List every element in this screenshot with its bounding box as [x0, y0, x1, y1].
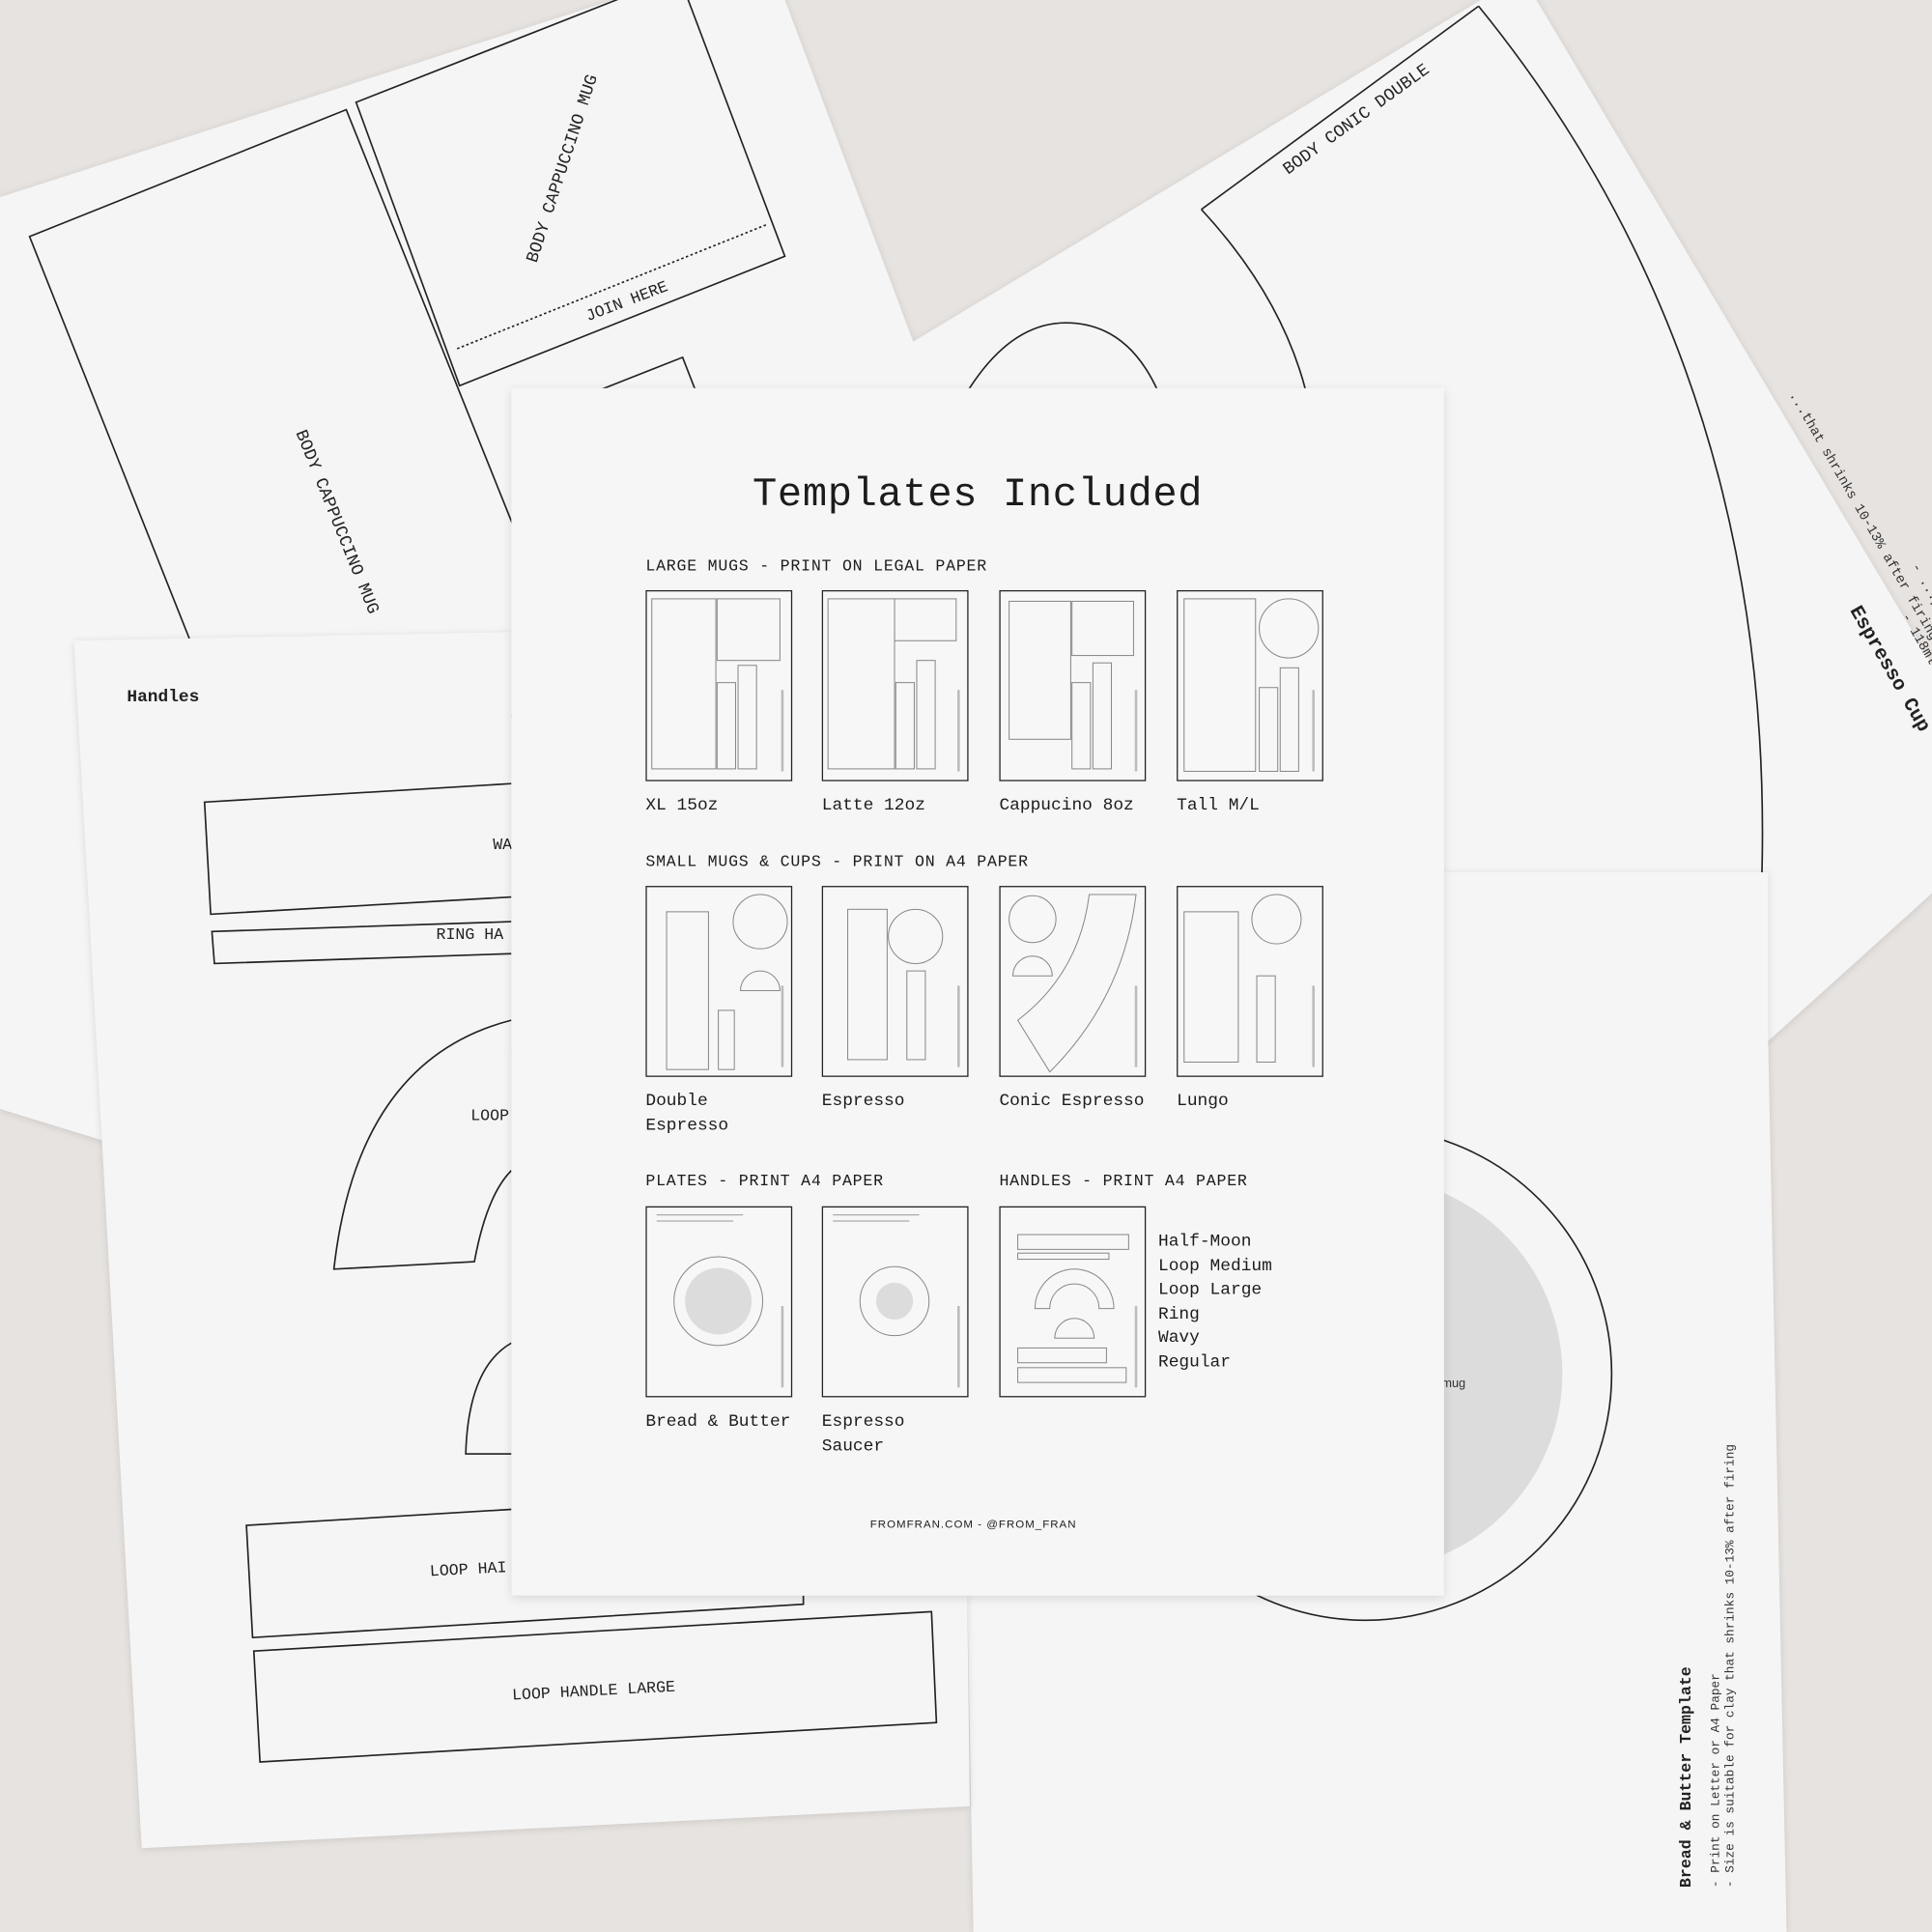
handle-label-wavy: WA [493, 836, 512, 854]
bread-butter-note-1: - Print on Letter or A4 Paper [1708, 1673, 1722, 1888]
handle-label-loop: LOOP [470, 1106, 509, 1124]
ring-handle-rect [211, 921, 512, 965]
template-thumbnail-drawing [651, 598, 784, 772]
template-label: Cappucino 8oz [999, 795, 1134, 816]
bread-butter-title: Bread & Butter Template [1677, 1666, 1695, 1888]
template-thumbnail-drawing [1183, 598, 1320, 772]
template-thumbnail-drawing [666, 894, 788, 1070]
template-thumbnail [1177, 886, 1323, 1077]
handle-item: Half-Moon [1157, 1232, 1252, 1252]
espresso-base-circle [966, 322, 1159, 393]
handle-item: Regular [1157, 1352, 1231, 1373]
template-thumbnail-drawing [833, 1214, 960, 1388]
conic-outer-arc [1477, 5, 1764, 873]
template-thumbnail [645, 1206, 793, 1398]
template-label: Espresso Saucer [821, 1411, 905, 1457]
handles-page [73, 632, 970, 1849]
template-thumbnail-drawing [1009, 600, 1138, 772]
conic-top-edge [1201, 5, 1480, 211]
handles-title: Handles [127, 688, 199, 707]
template-label: Lungo [1177, 1092, 1229, 1112]
wavy-handle-rect [203, 782, 512, 916]
conic-inner-arc [1201, 209, 1307, 392]
template-thumbnail [999, 886, 1147, 1077]
template-thumbnail-drawing [1009, 894, 1138, 1073]
handle-item: Ring [1157, 1304, 1200, 1324]
template-thumbnail [645, 589, 793, 781]
template-thumbnail [821, 1206, 969, 1398]
template-thumbnail [999, 589, 1147, 781]
footer-credit: FROMFRAN.COM - @FROM_FRAN [869, 1518, 1077, 1531]
template-thumbnail-drawing [1183, 894, 1315, 1067]
plate-center-label: mug [1441, 1376, 1465, 1390]
template-thumbnail [645, 886, 793, 1077]
cappuccino-body-square [355, 0, 786, 387]
handles-list: Half-Moon Loop Medium Loop Large Ring Wa… [1158, 1231, 1272, 1376]
handle-item: Loop Large [1157, 1280, 1263, 1300]
bread-butter-page [967, 872, 1787, 1932]
handle-item: Wavy [1157, 1328, 1200, 1349]
template-thumbnail [1177, 589, 1323, 781]
template-label: Tall M/L [1177, 795, 1260, 816]
template-thumbnail-drawing [847, 908, 960, 1067]
template-thumbnail [821, 886, 969, 1077]
section-heading-small-mugs: SMALL MUGS & CUPS - PRINT ON A4 PAPER [645, 852, 1029, 871]
handle-label-loop-medium: LOOP HAI [429, 1558, 506, 1580]
template-thumbnail-drawing [1017, 1234, 1138, 1388]
template-label: XL 15oz [645, 795, 719, 816]
template-label: Double Espresso [645, 1092, 729, 1136]
half-moon-arc [465, 1342, 512, 1455]
section-heading-large-mugs: LARGE MUGS - PRINT ON LEGAL PAPER [645, 556, 988, 576]
handle-item: Loop Medium [1157, 1256, 1272, 1276]
bread-butter-note-2: - Size is suitable for clay that shrinks… [1723, 1444, 1738, 1888]
template-label: Latte 12oz [821, 795, 925, 816]
template-thumbnail [999, 1206, 1147, 1398]
loop-medium-rect [245, 1508, 805, 1639]
handle-label-ring: RING HA [437, 925, 504, 944]
template-label: Espresso [821, 1092, 905, 1112]
section-heading-handles: HANDLES - PRINT A4 PAPER [999, 1172, 1248, 1191]
template-thumbnail [821, 589, 969, 781]
join-line [456, 223, 768, 350]
loop-large-rect [252, 1610, 938, 1763]
template-label: Bread & Butter [645, 1411, 791, 1433]
loop-handle-arc [332, 1019, 512, 1270]
templates-included-card: Templates Included LARGE MUGS - PRINT ON… [511, 387, 1444, 1596]
template-thumbnail-drawing [656, 1214, 784, 1388]
template-thumbnail-drawing [827, 598, 960, 772]
template-label: Conic Espresso [999, 1092, 1145, 1112]
page-title: Templates Included [753, 471, 1204, 518]
section-heading-plates: PLATES - PRINT A4 PAPER [645, 1172, 884, 1191]
